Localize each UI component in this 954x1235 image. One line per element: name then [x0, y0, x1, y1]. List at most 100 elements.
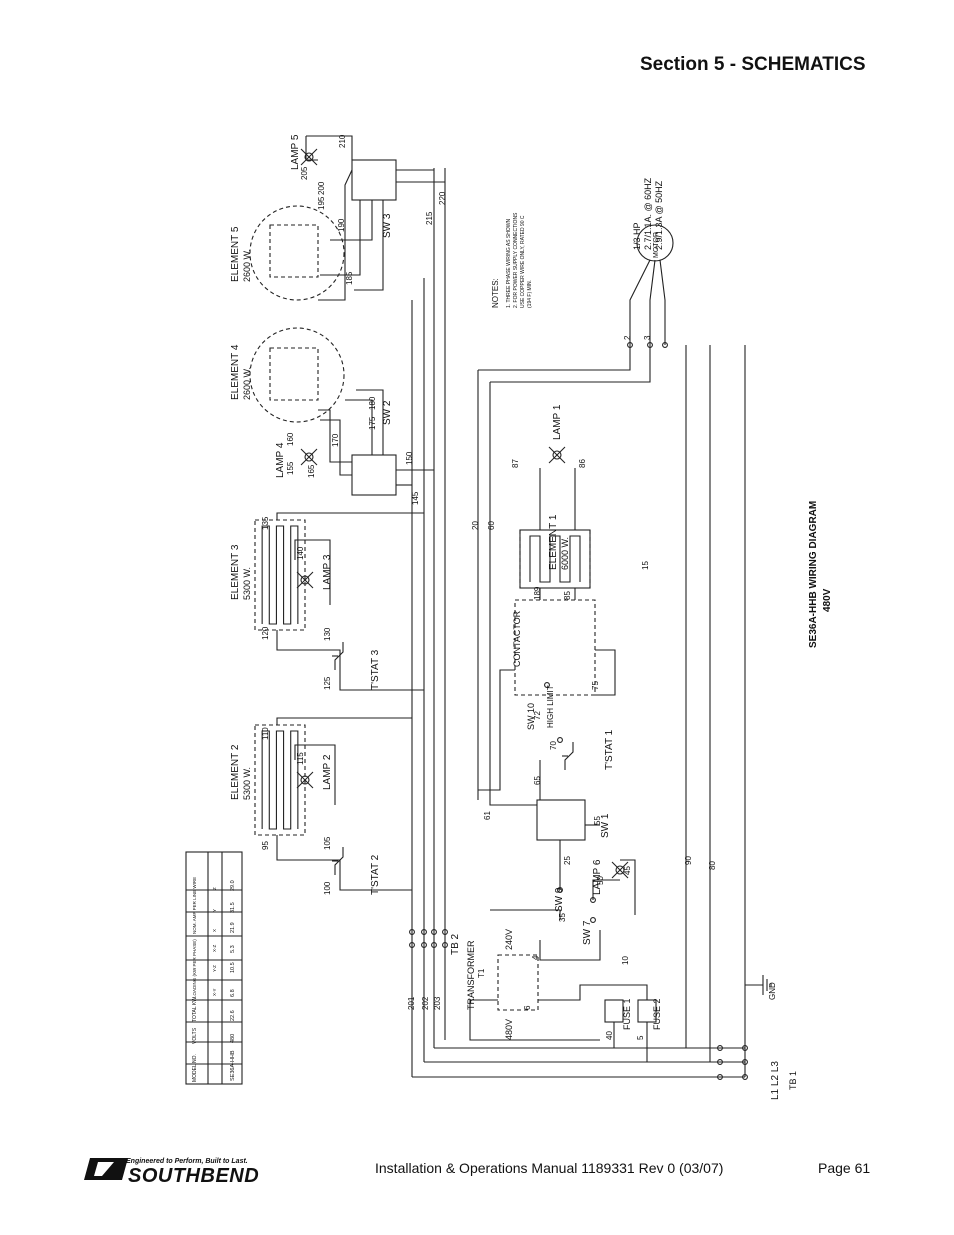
wire-number: 6: [523, 1005, 532, 1010]
table-cell: 31.5: [230, 902, 236, 913]
lamp4-icon-ray: [300, 448, 318, 466]
notes-line: 1. THREE PHASE WIRING AS SHOWN: [506, 219, 512, 308]
table-cell: 29.0: [230, 880, 236, 891]
element4-label: ELEMENT 4: [230, 344, 241, 400]
lamp4-label: LAMP 4: [275, 442, 286, 478]
table-cell: 22.6: [230, 1010, 236, 1021]
wire-50: [592, 879, 620, 900]
wire-number: 72: [533, 711, 542, 720]
table-cell: 5.3: [230, 945, 236, 953]
wire-number: 195: [317, 196, 326, 210]
wire-165: [318, 409, 352, 463]
wire-number: 85: [563, 591, 572, 600]
table-cell: 21.9: [230, 922, 236, 933]
wire-number: 86: [578, 459, 587, 468]
wire-number: 150: [405, 451, 414, 465]
wire-115: [294, 744, 336, 805]
wire-number: 15: [641, 561, 650, 570]
lamp3-icon-ray: [296, 571, 314, 589]
wire-number: 2: [623, 335, 632, 340]
tstat1-icon: [564, 742, 574, 770]
wire-number: 110: [261, 727, 270, 740]
wire-number: 5: [636, 1035, 645, 1040]
tb2-terminal: [409, 942, 415, 948]
wire-number: 210: [338, 134, 347, 148]
tb1-terminal: [717, 1074, 723, 1080]
tstat2-label: T'STAT 2: [370, 854, 381, 895]
motor-terminal: [627, 342, 633, 348]
wire-61: [489, 790, 537, 806]
wire-190: [320, 200, 361, 276]
wire-number: 201: [407, 996, 416, 1010]
element5-label: ELEMENT 5: [230, 226, 241, 282]
wire-number: 35: [558, 913, 567, 922]
wire-number: 100: [323, 881, 332, 895]
motor-terminal: [662, 342, 668, 348]
spec-table: [185, 851, 243, 1085]
table-subheader: Y-Z: [212, 965, 217, 972]
wire-number: 10: [621, 956, 630, 965]
table-header-volts: VOLTS: [192, 1027, 198, 1044]
sw7-terminal-a: [590, 897, 596, 903]
wire-number: 65: [533, 776, 542, 785]
table-header-amp: NOM. AMP PER LINE WIRE: [192, 877, 197, 934]
wire-20: [478, 345, 631, 371]
wire-number: 87: [511, 459, 520, 468]
wire-number: 220: [438, 191, 447, 205]
lamp3-label: LAMP 3: [322, 554, 333, 590]
l1l2l3-label: L1 L2 L3: [770, 1061, 781, 1100]
lamp4-icon: [304, 452, 314, 462]
fuse1-icon: [604, 999, 624, 1023]
logo-wordmark: SOUTHBEND: [128, 1165, 260, 1187]
contactor-box: [514, 599, 596, 696]
wire-number: 80: [708, 861, 717, 870]
element1-label: ELEMENT 1: [548, 514, 559, 570]
motor-label: MOTOR: [653, 232, 660, 258]
lamp2-icon: [300, 775, 310, 785]
element1-heater-coil: [529, 535, 581, 583]
wire-number: 120: [261, 626, 270, 640]
element2-label: ELEMENT 2: [230, 744, 241, 800]
fuse2-label: FUSE 2: [652, 998, 662, 1030]
wire-number: 175: [368, 416, 377, 430]
wire-number: 4: [531, 955, 540, 960]
diagram-title: SE36A-HHB WIRING DIAGRAM: [808, 501, 819, 648]
wire-170: [320, 419, 352, 476]
wire-number: 130: [323, 627, 332, 641]
wire-175b: [345, 399, 373, 455]
wire-number: 60: [487, 521, 496, 530]
wire-42: [469, 999, 600, 1041]
element1-heater: [519, 529, 591, 589]
table-subheader: X-Z: [212, 945, 217, 953]
wire-210: [306, 135, 353, 160]
wire-number: 203: [433, 996, 442, 1010]
sw7-terminal-b: [590, 917, 596, 923]
diagram-subtitle: 480V: [822, 588, 833, 612]
wire-number: 25: [563, 856, 572, 865]
transformer-480v-label: 480V: [504, 1019, 514, 1040]
table-header-model: MODEL NO.: [192, 1054, 198, 1082]
contactor-coil: [544, 682, 550, 688]
sw3-body: [351, 159, 397, 201]
wire-number: 140: [296, 546, 305, 560]
manual-reference: Installation & Operations Manual 1189331…: [375, 1160, 724, 1176]
contactor-label: CONTACTOR: [512, 610, 522, 667]
wire-105: [290, 859, 412, 891]
wire-number: 95: [261, 841, 270, 850]
transformer-t1-label: T1: [477, 968, 486, 978]
lamp2-icon-ray: [296, 771, 314, 789]
tstat3-label: T'STAT 3: [370, 649, 381, 690]
lamp1-label: LAMP 1: [552, 404, 563, 440]
gnd-label: GND: [768, 982, 777, 1000]
element2-watt: 5300 W.: [242, 767, 252, 800]
sw2-label: SW 2: [382, 400, 393, 425]
tb1-label: TB 1: [788, 1071, 798, 1090]
sw10-label: SW 10: [526, 703, 536, 730]
logo-mark-icon: [84, 1158, 128, 1180]
wire-number: 215: [425, 211, 434, 225]
table-subheader: X-Y: [212, 988, 217, 996]
element3-heater: [254, 519, 306, 631]
sw9-terminal: [557, 887, 563, 893]
table-cell: 6.8: [230, 989, 236, 997]
